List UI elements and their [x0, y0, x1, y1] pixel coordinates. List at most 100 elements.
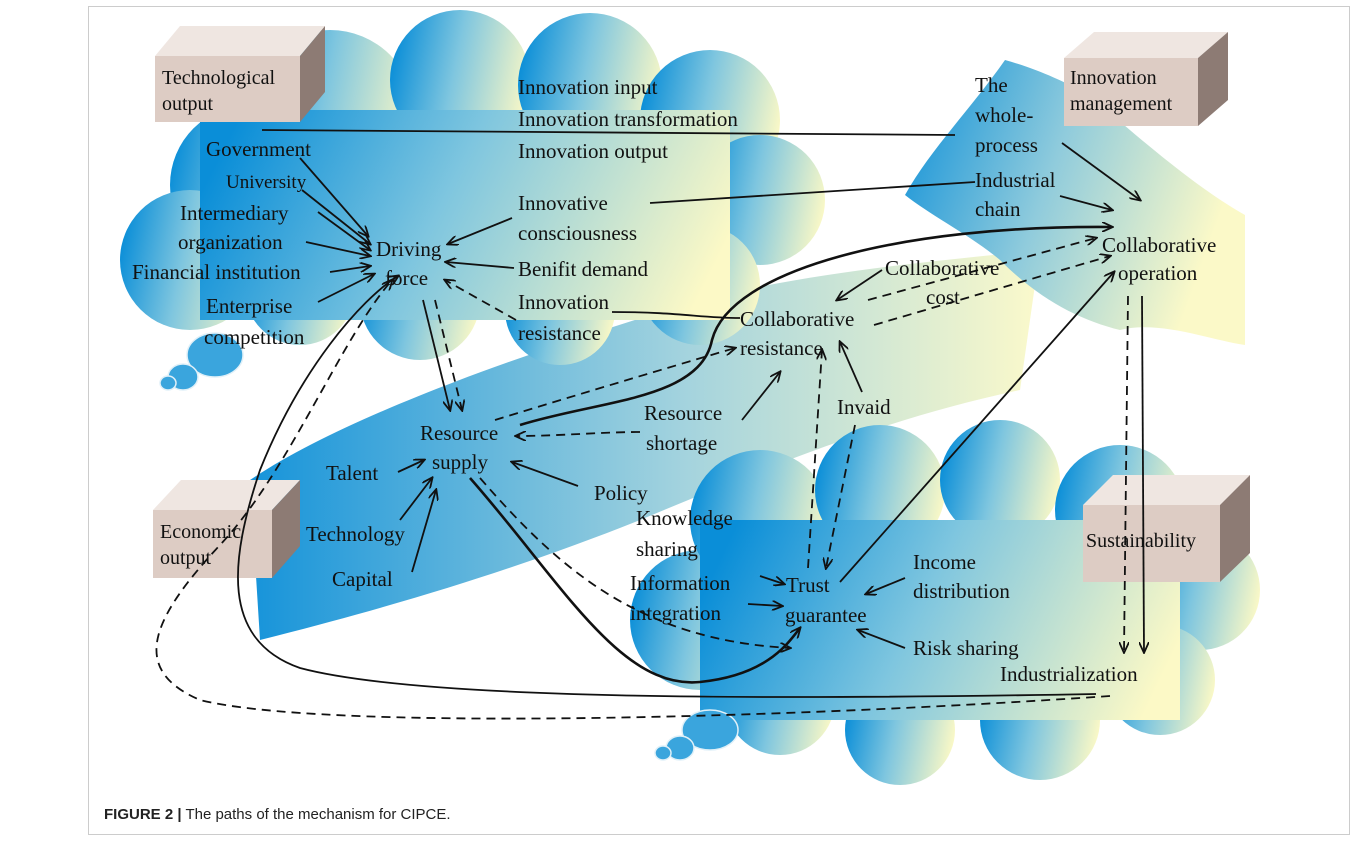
figure-caption-label: FIGURE 2 | — [104, 806, 182, 823]
label-intermediary-1: Intermediary — [180, 201, 289, 225]
label-innovation-resistance-2: resistance — [518, 321, 601, 345]
label-collaborative-resistance-2: resistance — [740, 336, 823, 360]
label-collaborative-resistance-1: Collaborative — [740, 307, 854, 331]
figure-caption-text: The paths of the mechanism for CIPCE. — [181, 806, 451, 823]
edge-financial-driving — [329, 266, 370, 273]
label-innovation-resistance-1: Innovation — [518, 290, 609, 314]
label-enterprise-2: competition — [204, 325, 305, 349]
label-information-integration-1: Information — [630, 571, 731, 595]
edge-industrialization-driving-solid — [237, 276, 1097, 698]
edge-shortage-supply-dashed — [516, 432, 641, 436]
label-whole-process-2: whole- — [975, 103, 1033, 127]
edge-technology-supply — [399, 478, 432, 521]
edge-industrialization-driving-dashed — [155, 280, 1111, 720]
label-intermediary-2: organization — [178, 230, 283, 254]
edge-supply-trust-dashed — [479, 477, 790, 648]
label-talent: Talent — [326, 461, 378, 485]
label-resource-shortage-1: Resource — [644, 401, 722, 425]
label-collaborative-operation-1: Collaborative — [1102, 233, 1216, 257]
box-label-economic-2: output — [160, 547, 212, 569]
label-risk-sharing: Risk sharing — [913, 636, 1019, 660]
edge-government-driving — [299, 157, 368, 236]
edge-driving-supply-dashed — [434, 299, 462, 410]
label-enterprise-1: Enterprise — [206, 294, 292, 318]
edge-cost-resistance — [837, 269, 883, 300]
label-trust-guarantee-1: Trust — [786, 573, 830, 597]
label-innovative-consciousness-1: Innovative — [518, 191, 608, 215]
edge-university-driving — [301, 189, 370, 244]
label-information-integration-2: integration — [630, 601, 721, 625]
edge-talent-supply — [397, 460, 424, 473]
edge-resistance-driving — [445, 280, 517, 321]
label-innovation-input: Innovation input — [518, 75, 658, 99]
edge-knowledge-trust — [759, 575, 784, 584]
edge-consciousness-driving — [448, 217, 513, 244]
edge-capital-supply — [411, 490, 436, 573]
top-cloud — [120, 10, 825, 365]
edge-invaid-resistance — [840, 342, 863, 393]
bottom-cloud-bubbles — [654, 709, 739, 761]
label-resource-shortage-2: shortage — [646, 431, 717, 455]
figure-frame — [88, 6, 1350, 835]
label-driving-force-2: force — [385, 266, 428, 290]
edge-org-driving — [305, 241, 370, 256]
edge-trust-resistance-dashed — [807, 350, 822, 569]
label-financial: Financial institution — [132, 260, 301, 284]
box-economic-output — [153, 480, 300, 578]
label-collaborative-operation-2: operation — [1118, 261, 1198, 285]
label-invaid: Invaid — [837, 395, 891, 419]
box-label-sustainability: Sustainability — [1086, 530, 1196, 552]
label-resource-supply-1: Resource — [420, 421, 498, 445]
box-label-innovation-2: management — [1070, 93, 1173, 115]
label-innovative-consciousness-2: consciousness — [518, 221, 637, 245]
edge-resistance-operation-1 — [867, 238, 1096, 301]
label-trust-guarantee-2: guarantee — [785, 603, 867, 627]
label-industrial-chain-1: Industrial — [975, 168, 1056, 192]
node-labels: Innovation input Innovation transformati… — [132, 73, 1216, 686]
label-driving-force-1: Driving — [376, 237, 442, 261]
edge-process-operation — [1061, 142, 1140, 200]
connectors — [155, 129, 1144, 720]
label-technology: Technology — [306, 522, 405, 546]
figure-caption: FIGURE 2 | The paths of the mechanism fo… — [104, 806, 451, 823]
label-policy: Policy — [594, 481, 648, 505]
label-income-distribution-2: distribution — [913, 579, 1010, 603]
label-benifit-demand: Benifit demand — [518, 257, 649, 281]
box-innovation-management — [1064, 32, 1228, 126]
right-flag — [905, 60, 1245, 345]
edge-resistance-operation-2 — [873, 256, 1110, 326]
box-label-economic-1: Economic — [160, 521, 241, 543]
edge-benifit-driving — [446, 262, 515, 269]
edge-operation-industrialization — [1142, 295, 1144, 652]
edge-driving-supply — [422, 299, 450, 410]
edge-income-trust — [866, 577, 906, 594]
box-label-technological-1: Technological — [162, 67, 275, 89]
label-capital: Capital — [332, 567, 393, 591]
box-label-innovation-1: Innovation — [1070, 67, 1157, 89]
box-labels: Technological output Innovation manageme… — [160, 67, 1196, 569]
label-university: University — [226, 172, 307, 193]
edge-intermediary-driving — [317, 211, 370, 250]
label-knowledge-sharing-2: sharing — [636, 537, 698, 561]
edge-tech-to-process — [261, 129, 956, 136]
edge-supply-operation-curve — [519, 227, 1112, 427]
label-innovation-transformation: Innovation transformation — [518, 107, 738, 131]
label-collaborative-cost-2: cost — [926, 285, 960, 309]
edge-trust-operation — [839, 272, 1114, 583]
edge-risk-trust — [858, 630, 906, 649]
label-collaborative-cost-1: Collaborative — [885, 256, 999, 280]
edge-invaid-trust-dashed — [826, 424, 856, 568]
label-income-distribution-1: Income — [913, 550, 976, 574]
edge-innovation-resistance-collab — [611, 311, 741, 319]
top-cloud-bubbles — [159, 332, 244, 391]
box-sustainability — [1083, 475, 1250, 582]
label-government: Government — [206, 137, 311, 161]
box-technological-output — [155, 26, 325, 122]
label-whole-process-3: process — [975, 133, 1038, 157]
edge-chain-operation — [1059, 195, 1112, 210]
box-label-technological-2: output — [162, 93, 214, 115]
label-industrialization: Industrialization — [1000, 662, 1138, 686]
label-whole-process-1: The — [975, 73, 1008, 97]
label-resource-supply-2: supply — [432, 450, 489, 474]
